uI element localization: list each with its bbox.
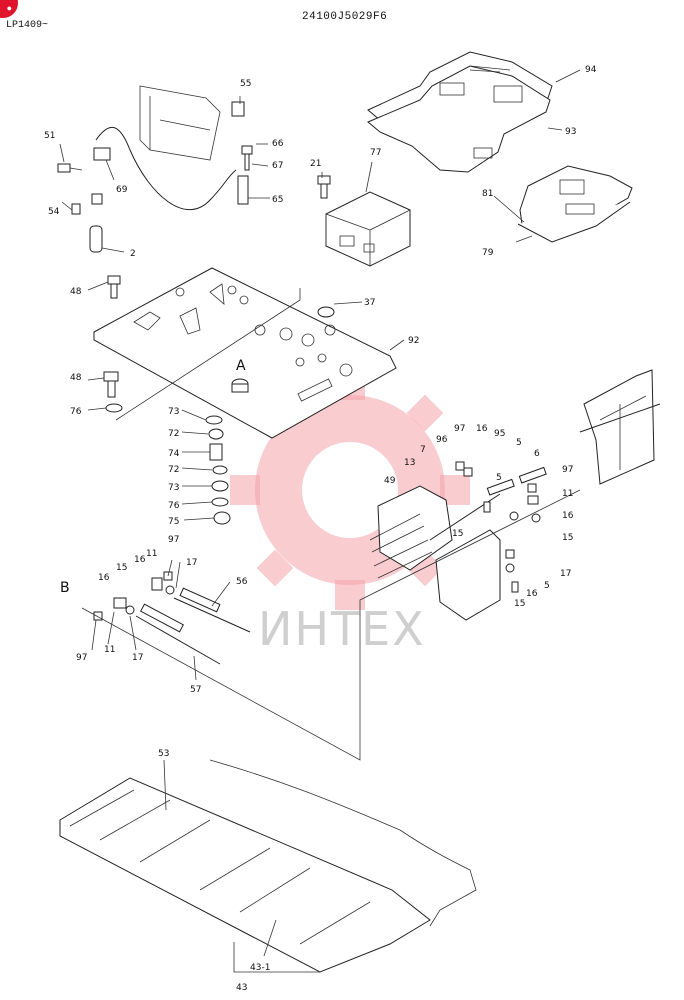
callout-16-left: 16 bbox=[134, 555, 146, 565]
callout-48-lower: 48 bbox=[70, 373, 82, 383]
callout-93: 93 bbox=[565, 127, 576, 137]
cable-56 bbox=[173, 587, 251, 633]
callout-16-top: 16 bbox=[476, 424, 488, 434]
watermark-text: ИНТЕХ bbox=[258, 602, 426, 656]
cable-end-69 bbox=[93, 147, 111, 161]
callout-15-right: 15 bbox=[562, 533, 573, 543]
callout-11-B: 11 bbox=[104, 645, 115, 655]
grip-2 bbox=[89, 225, 103, 253]
callout-43-1: 43-1 bbox=[250, 963, 270, 973]
callout-69: 69 bbox=[116, 185, 128, 195]
callout-65: 65 bbox=[272, 195, 283, 205]
callout-B: B bbox=[60, 580, 70, 596]
callout-53: 53 bbox=[158, 749, 169, 759]
bolt-66 bbox=[241, 145, 253, 171]
callout-97-B: 97 bbox=[76, 653, 87, 663]
callout-2: 2 bbox=[130, 249, 136, 259]
callout-16-low: 16 bbox=[526, 589, 538, 599]
seat-stand bbox=[95, 85, 237, 211]
callout-15-low: 15 bbox=[514, 599, 525, 609]
corner-badge-glyph: ● bbox=[6, 3, 12, 13]
washer-76-left bbox=[105, 403, 123, 413]
callout-66: 66 bbox=[272, 139, 284, 149]
callout-5-low: 5 bbox=[544, 581, 550, 591]
control-valve bbox=[369, 485, 501, 621]
callout-37: 37 bbox=[364, 298, 375, 308]
callout-73-lower: 73 bbox=[168, 483, 179, 493]
console-cover bbox=[325, 191, 411, 267]
callout-74: 74 bbox=[168, 449, 180, 459]
bolt-51 bbox=[57, 163, 83, 173]
part-number: 24100J5029F6 bbox=[302, 11, 388, 23]
callout-73-upper: 73 bbox=[168, 407, 179, 417]
callout-51: 51 bbox=[44, 131, 55, 141]
callout-11-left: 11 bbox=[146, 549, 157, 559]
knob-55 bbox=[231, 101, 245, 117]
callout-54: 54 bbox=[48, 207, 60, 217]
callout-leaders bbox=[59, 69, 581, 957]
callout-97-top: 97 bbox=[454, 424, 465, 434]
callout-56: 56 bbox=[236, 577, 248, 587]
bolt-48-upper bbox=[107, 275, 121, 299]
callout-81: 81 bbox=[482, 189, 493, 199]
callout-7: 7 bbox=[420, 445, 426, 455]
callout-A: A bbox=[236, 358, 246, 374]
callout-76-left: 76 bbox=[70, 407, 82, 417]
callout-72-lower: 72 bbox=[168, 465, 179, 475]
callout-13: 13 bbox=[404, 458, 415, 468]
callout-55: 55 bbox=[240, 79, 251, 89]
bolt-21 bbox=[317, 175, 331, 199]
callout-75: 75 bbox=[168, 517, 179, 527]
serial-range: LP1409~ bbox=[6, 20, 49, 31]
linkage-parts-right bbox=[455, 461, 547, 593]
nut-37 bbox=[317, 306, 335, 318]
callout-48-upper: 48 bbox=[70, 287, 82, 297]
callout-17-right: 17 bbox=[560, 569, 571, 579]
leader-line bbox=[115, 288, 301, 421]
callout-16-right: 16 bbox=[562, 511, 574, 521]
callout-21: 21 bbox=[310, 159, 321, 169]
assembly-boundary bbox=[81, 489, 581, 761]
callout-17-B: 17 bbox=[132, 653, 143, 663]
bracket-65 bbox=[237, 175, 249, 205]
callout-11-right: 11 bbox=[562, 489, 573, 499]
callout-79: 79 bbox=[482, 248, 494, 258]
bolt-48-lower bbox=[103, 371, 119, 398]
lever-bracket bbox=[579, 369, 661, 485]
floor-plate bbox=[93, 267, 397, 439]
floor-mat-upper bbox=[367, 51, 553, 173]
callout-5-top: 5 bbox=[516, 438, 522, 448]
bushing-A bbox=[231, 378, 249, 393]
cable-57 bbox=[135, 603, 221, 665]
callout-96: 96 bbox=[436, 435, 448, 445]
callout-15-left: 15 bbox=[116, 563, 127, 573]
callout-97-left: 97 bbox=[168, 535, 179, 545]
callout-16-B: 16 bbox=[98, 573, 110, 583]
callout-57: 57 bbox=[190, 685, 201, 695]
corner-badge: ● bbox=[0, 0, 18, 18]
cab-frame bbox=[59, 759, 477, 973]
callout-94: 94 bbox=[585, 65, 597, 75]
callout-72-upper: 72 bbox=[168, 429, 179, 439]
callout-67: 67 bbox=[272, 161, 283, 171]
callout-labels: 94 93 81 79 77 55 66 67 65 21 51 69 54 2… bbox=[44, 65, 597, 993]
callout-15-mid: 15 bbox=[452, 529, 463, 539]
callout-77: 77 bbox=[370, 148, 381, 158]
callout-49: 49 bbox=[384, 476, 396, 486]
callout-95: 95 bbox=[494, 429, 505, 439]
callout-17-left: 17 bbox=[186, 558, 197, 568]
callout-6: 6 bbox=[534, 449, 540, 459]
callout-76-stack: 76 bbox=[168, 501, 180, 511]
floor-mat-lower bbox=[517, 165, 633, 243]
callout-92: 92 bbox=[408, 336, 419, 346]
callout-43: 43 bbox=[236, 983, 247, 993]
callout-5-mid: 5 bbox=[496, 473, 502, 483]
washer-stack bbox=[205, 415, 231, 525]
clip-54 bbox=[71, 193, 103, 215]
callout-97-right: 97 bbox=[562, 465, 573, 475]
